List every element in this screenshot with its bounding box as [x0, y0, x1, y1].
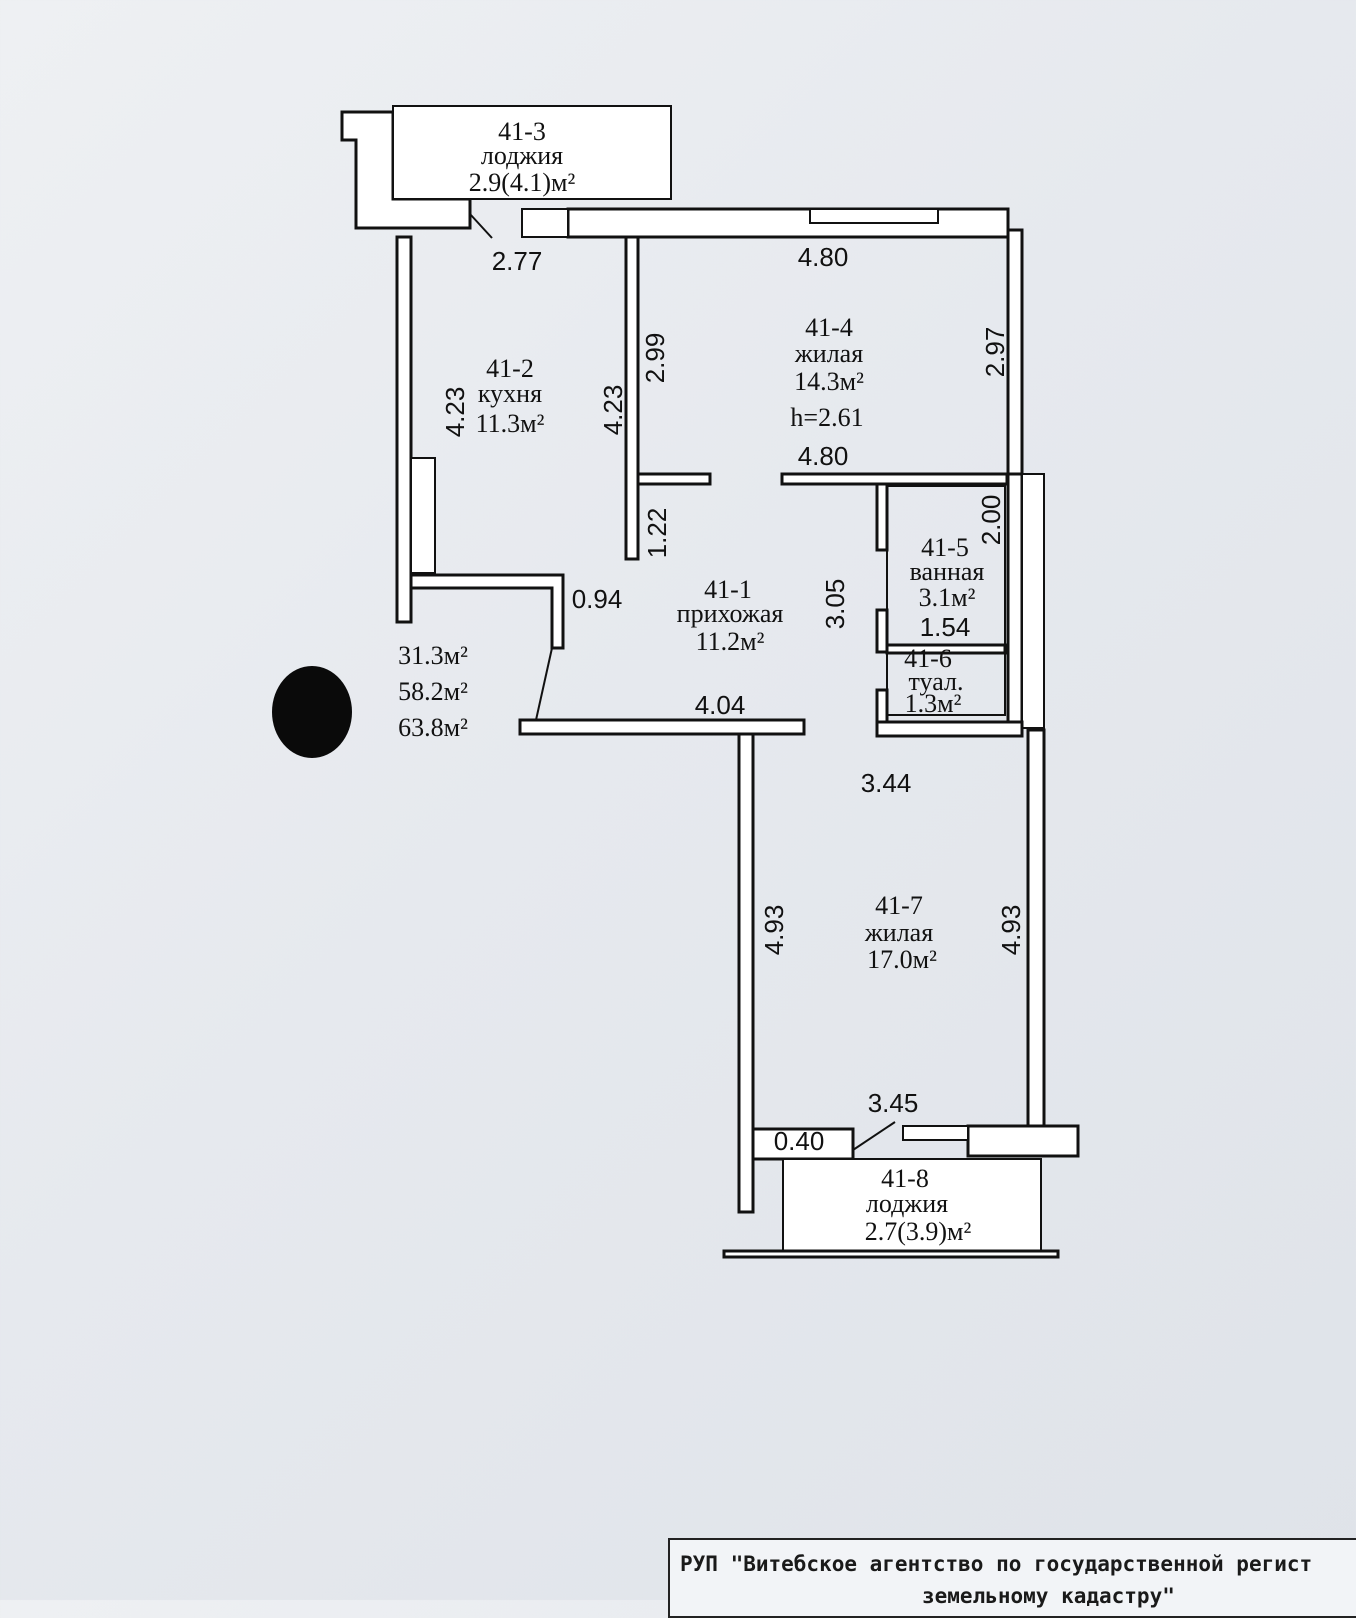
wall-kitchen-bottom	[409, 573, 565, 650]
total-3: 63.8м²	[398, 713, 468, 742]
window-bedroom-bottom	[902, 1125, 969, 1141]
dim-2-77: 2.77	[492, 246, 543, 276]
door-loggia-bottom	[852, 1121, 896, 1151]
dim-3-45: 3.45	[868, 1088, 919, 1118]
room-41-7-area: 17.0м²	[867, 945, 937, 974]
wall-loggia-bottom	[722, 1249, 1060, 1259]
walls	[340, 105, 1080, 1259]
room-41-7-id: 41-7	[875, 891, 923, 920]
dim-1-54: 1.54	[920, 612, 971, 642]
room-41-5-area: 3.1м²	[919, 583, 976, 612]
total-1: 31.3м²	[398, 641, 468, 670]
room-41-2-area: 11.3м²	[476, 409, 545, 438]
room-41-8-id: 41-8	[881, 1164, 929, 1193]
room-41-3-name: лоджия	[481, 141, 563, 170]
room-41-3-area: 2.9(4.1)м²	[469, 168, 576, 197]
wall-top	[566, 207, 1010, 239]
wall-bath-left	[875, 482, 889, 552]
wall-living-bottom-left	[636, 472, 712, 486]
room-41-5-name: ванная	[910, 557, 985, 586]
dim-4-23-left: 4.23	[440, 387, 470, 438]
wall-bedroom-right	[1026, 728, 1046, 1148]
agency-stamp: РУП "Витебское агентство по государствен…	[668, 1538, 1356, 1618]
wall-bedroom-left	[737, 732, 755, 1214]
wall-living-bottom-right	[780, 472, 1009, 486]
room-41-4-height: h=2.61	[790, 403, 863, 432]
dim-2-00: 2.00	[976, 495, 1006, 546]
window-top-right	[809, 208, 939, 224]
room-41-4-area: 14.3м²	[794, 367, 864, 396]
dim-4-80-mid: 4.80	[798, 441, 849, 471]
room-41-1-area: 11.2м²	[696, 627, 765, 656]
door-loggia-top	[469, 213, 493, 239]
room-41-1-id: 41-1	[704, 575, 752, 604]
wall-hall-bottom	[518, 718, 806, 736]
totals: 31.3м² 58.2м² 63.8м²	[272, 641, 468, 758]
room-41-2-id: 41-2	[486, 354, 534, 383]
loggia-bottom-frame	[782, 1158, 1042, 1252]
dim-0-40: 0.40	[774, 1126, 825, 1156]
total-2: 58.2м²	[398, 677, 468, 706]
room-41-6-id: 41-6	[904, 644, 952, 673]
wall-right-shaft	[1021, 473, 1045, 729]
dim-3-44: 3.44	[861, 768, 912, 798]
dim-4-93-right: 4.93	[996, 905, 1026, 956]
stamp-line-2: земельному кадастру"	[922, 1584, 1175, 1608]
kitchen-niche	[410, 457, 436, 574]
dim-1-22: 1.22	[642, 508, 672, 559]
wall-right-bath	[1006, 472, 1024, 730]
room-41-8-name: лоджия	[866, 1189, 948, 1218]
dimension-labels: 2.77 4.80 2.99 4.23 4.23 2.97 4.80 1.22 …	[440, 242, 1026, 1156]
wall-right-living	[1006, 228, 1024, 476]
dim-4-93-left: 4.93	[759, 905, 789, 956]
stamp-line-1: РУП "Витебское агентство по государствен…	[680, 1552, 1313, 1576]
room-41-8-area: 2.7(3.9)м²	[865, 1217, 972, 1246]
ink-blot	[272, 666, 352, 758]
window-top-left	[521, 208, 569, 238]
dim-4-04: 4.04	[695, 690, 746, 720]
room-41-6-area: 1.3м²	[905, 689, 962, 718]
dim-2-99: 2.99	[640, 333, 670, 384]
dim-4-23-right: 4.23	[598, 385, 628, 436]
dim-2-97: 2.97	[980, 327, 1010, 378]
loggia-top-frame	[392, 105, 672, 200]
door-entrance	[535, 647, 553, 721]
dim-0-94: 0.94	[572, 584, 623, 614]
room-41-4-id: 41-4	[805, 313, 853, 342]
room-41-6-name: туал.	[909, 667, 964, 696]
wall-toilet-bottom	[875, 720, 1024, 738]
room-labels: 41-3 лоджия 2.9(4.1)м² 41-2 кухня 11.3м²…	[469, 117, 985, 1246]
wall-left-kitchen	[395, 235, 413, 624]
dim-3-05: 3.05	[820, 579, 850, 630]
room-41-3-id: 41-3	[498, 117, 546, 146]
room-41-7-name: жилая	[864, 918, 933, 947]
room-41-2-name: кухня	[478, 379, 542, 408]
dim-4-80-top: 4.80	[798, 242, 849, 272]
room-41-1-name: прихожая	[677, 599, 784, 628]
room-41-4-name: жилая	[794, 339, 863, 368]
wall-kitchen-living	[624, 235, 640, 561]
room-41-5-id: 41-5	[921, 533, 969, 562]
toilet-inner	[886, 652, 1006, 716]
wall-bedroom-bottom-right	[966, 1124, 1080, 1158]
